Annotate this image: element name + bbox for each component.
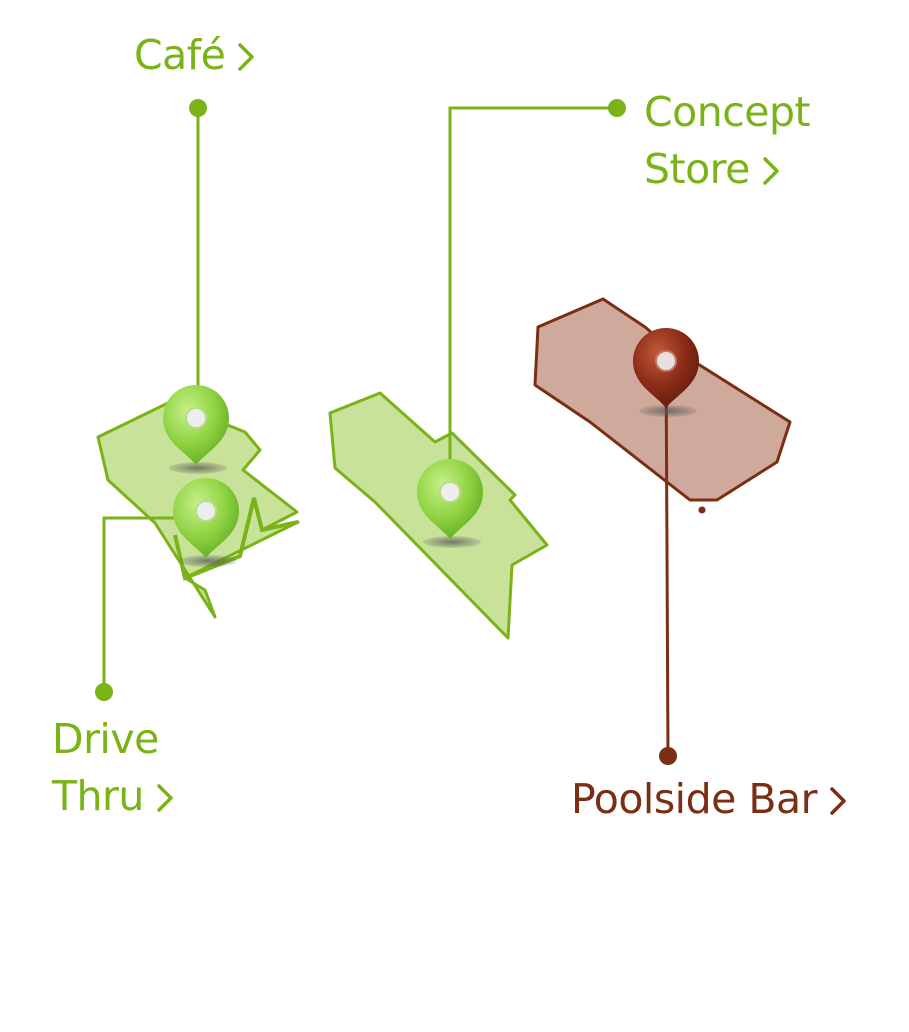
poolside-bar-label[interactable]: Poolside Bar — [571, 771, 847, 828]
concept-store-leader-line — [448, 106, 617, 480]
drive-thru-leader-dot — [95, 683, 113, 701]
chevron-right-icon — [763, 157, 779, 185]
concept-store-label-line-2: Store — [644, 145, 750, 193]
chevron-right-icon — [157, 784, 173, 812]
cafe-leader-dot — [189, 99, 207, 117]
poolside-bar-leader-dot — [659, 747, 677, 765]
drive-thru-leader-line — [102, 516, 205, 692]
concept-store-label-line-1: Concept — [644, 88, 811, 136]
cafe-label-text: Café — [134, 31, 226, 79]
chevron-right-icon — [238, 43, 255, 71]
chevron-right-icon — [830, 787, 846, 815]
area-vertex-marker — [698, 506, 706, 514]
drive-thru-pin[interactable] — [173, 478, 239, 567]
cafe-pin[interactable] — [163, 385, 229, 474]
drive-thru-label[interactable]: Drive Thru — [52, 711, 174, 825]
concept-store-pin[interactable] — [417, 459, 483, 548]
drive-thru-label-line-2: Thru — [52, 772, 144, 820]
cafe-label[interactable]: Café — [134, 27, 255, 84]
concept-store-leader-dot — [608, 99, 626, 117]
poolside-bar-pin[interactable] — [633, 328, 699, 417]
poolside-bar-label-text: Poolside Bar — [571, 775, 817, 823]
concept-store-label[interactable]: Concept Store — [644, 84, 811, 198]
drive-thru-route — [173, 497, 299, 581]
poolside-bar-leader-line — [664, 349, 670, 757]
drive-thru-label-line-1: Drive — [52, 715, 159, 763]
